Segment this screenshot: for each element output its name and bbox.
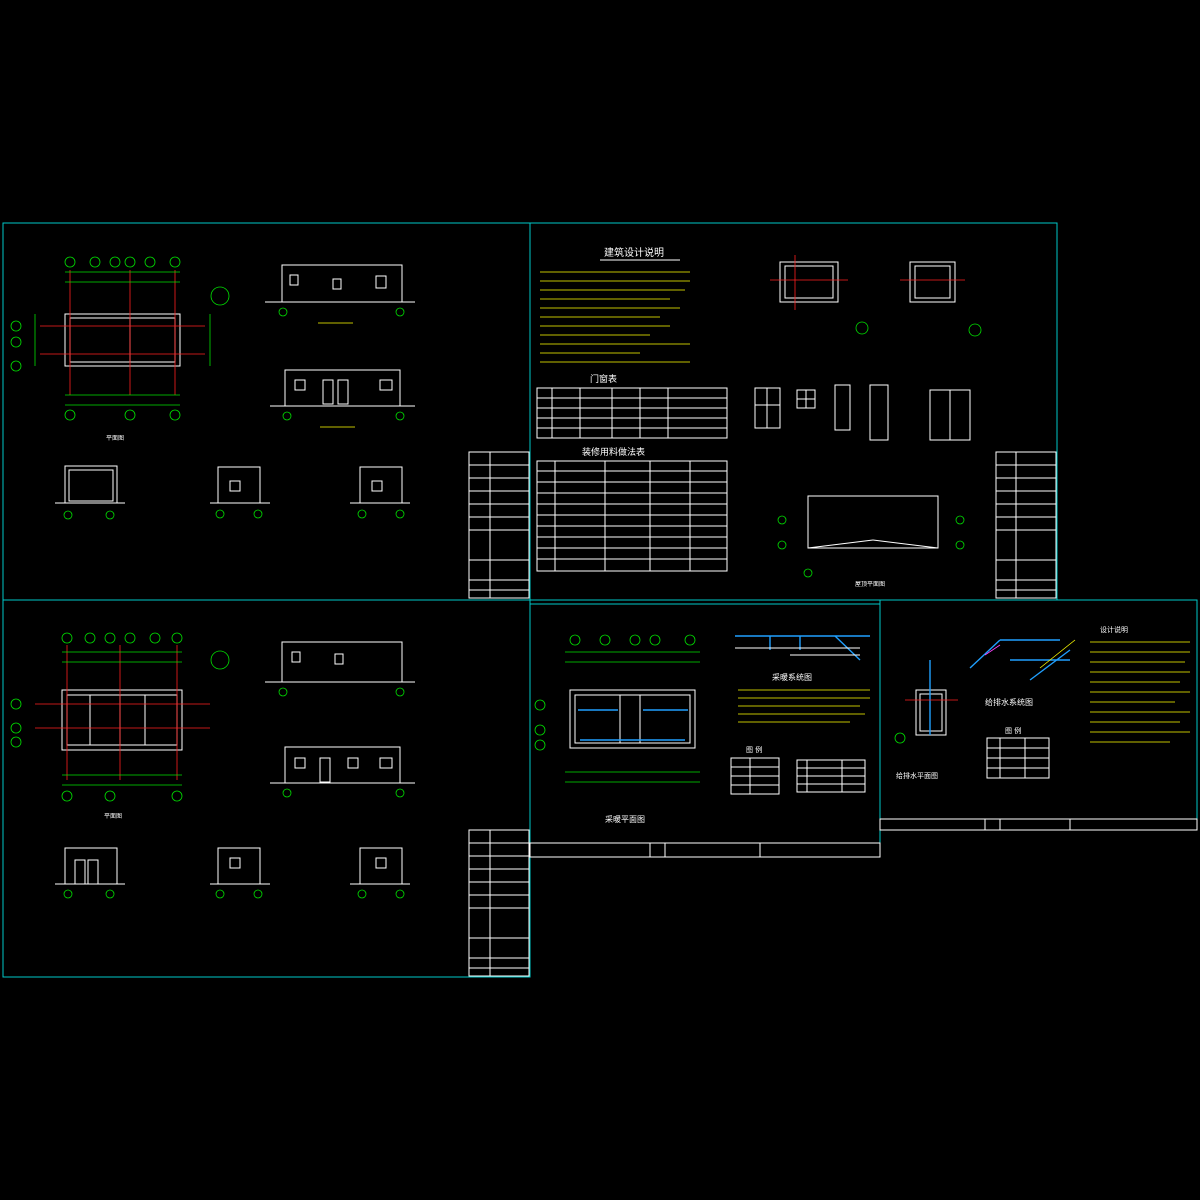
hvac-title-strip [529,842,881,858]
plumbing-notes-lines [1090,641,1190,743]
plumbing-legend-table [986,737,1050,779]
toilet-detail-plans [770,255,982,337]
elevation-4 [270,746,415,798]
roof-plan-title: 屋顶平面图 [855,581,885,588]
door-window-table [536,387,728,439]
section-views-1 [55,465,410,520]
roof-plan: 屋顶平面图 [777,495,965,588]
plumbing-plan: 给排水平面图 [894,660,958,780]
title-block-1 [468,451,530,599]
door-window-table-title: 门窗表 [590,373,617,385]
plumbing-notes-title: 设计说明 [1100,625,1128,634]
hvac-system-title: 采暖系统图 [772,672,812,682]
title-block-2 [995,451,1057,599]
floor-plan-2: 平面图 [10,632,230,820]
title-block-3 [468,829,530,977]
finish-table-title: 装修用料做法表 [582,446,645,458]
design-notes-title: 建筑设计说明 [604,246,664,259]
elevation-1 [265,264,415,324]
plan-1-label: 平面图 [106,435,124,442]
plumbing-legend-title: 图 例 [1005,726,1021,735]
elevation-2 [270,369,415,428]
sheet-plumbing: 给排水平面图 给排水系统图 图 例 设计说明 [879,599,1198,831]
hvac-materials-table [796,759,866,793]
plumbing-title-strip [879,818,1198,831]
hvac-plan: 采暖平面图 [534,634,700,824]
plumbing-system-diagram: 给排水系统图 [969,639,1076,707]
finish-table [536,460,728,572]
hvac-legend-title: 图 例 [746,745,762,754]
hvac-system-diagram: 采暖系统图 [735,635,870,682]
hvac-plan-title: 采暖平面图 [605,814,645,824]
design-notes-text-lines [540,271,690,363]
sheet-arch-plan-2: 平面图 [2,599,531,978]
plumbing-plan-title: 给排水平面图 [896,771,938,780]
plan-2-label: 平面图 [104,813,122,820]
hvac-legend-table [730,757,780,795]
door-window-elevations [754,384,971,441]
floor-plan-1: 平面图 [10,256,230,442]
plumbing-system-title: 给排水系统图 [985,697,1033,707]
sheet-arch-plan-1: 平面图 [2,222,531,601]
sheet-design-notes: 建筑设计说明 门窗表 装修用料做法表 [529,222,1058,601]
sheet-hvac: 采暖平面图 采暖系统图 图 例 [529,603,881,858]
section-views-2 [55,847,410,899]
elevation-3 [265,641,415,697]
